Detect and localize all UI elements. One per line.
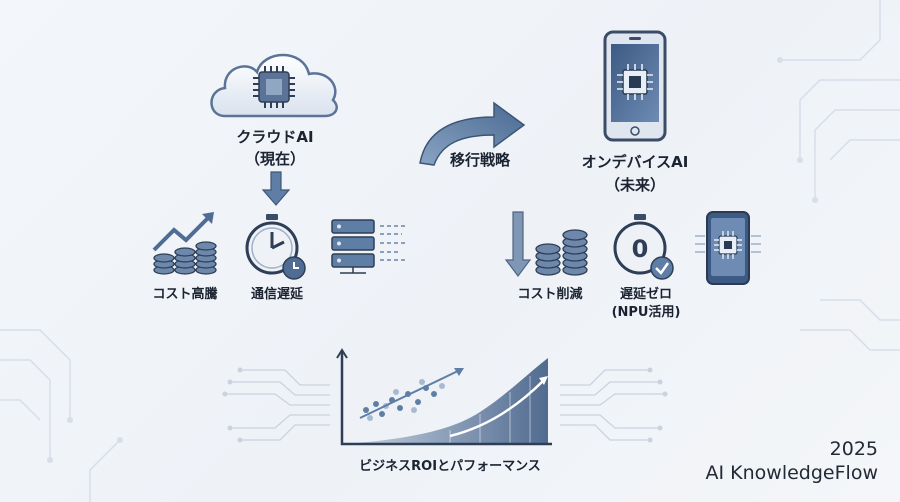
zero-latency-icon: 0	[613, 214, 674, 280]
cloud-chip-icon	[210, 53, 338, 118]
roi-chart-caption: ビジネスROIとパフォーマンス	[359, 459, 541, 474]
on-device-ai-subtitle: （未来）	[604, 176, 665, 194]
cost-up-icon	[152, 212, 217, 275]
npu-usage-label: (NPU活用)	[611, 305, 681, 320]
cloud-ai-subtitle: （現在）	[244, 150, 305, 168]
brand-year: 2025	[829, 438, 878, 460]
brand-name: AI KnowledgeFlow	[705, 462, 878, 484]
on-device-ai-title: オンデバイスAI	[581, 153, 689, 171]
latency-label: 通信遅延	[250, 287, 303, 302]
arrow-down-icon	[261, 171, 291, 206]
cost-reduction-label: コスト削減	[517, 287, 583, 302]
npu-phone-icon	[695, 211, 761, 285]
migration-arrow-icon	[419, 101, 526, 166]
roi-performance-chart	[336, 348, 552, 446]
svg-text:0: 0	[632, 235, 649, 263]
migration-strategy-label: 移行戦略	[449, 151, 510, 169]
zero-latency-label: 遅延ゼロ	[619, 287, 672, 302]
arrow-down-long-icon	[504, 211, 532, 277]
cost-rise-label: コスト高騰	[152, 287, 218, 302]
smartphone-chip-icon	[603, 30, 667, 142]
latency-clock-icon	[245, 214, 306, 280]
server-icon	[331, 219, 406, 274]
cloud-ai-title: クラウドAI	[236, 128, 314, 146]
cost-down-icon	[535, 229, 588, 276]
